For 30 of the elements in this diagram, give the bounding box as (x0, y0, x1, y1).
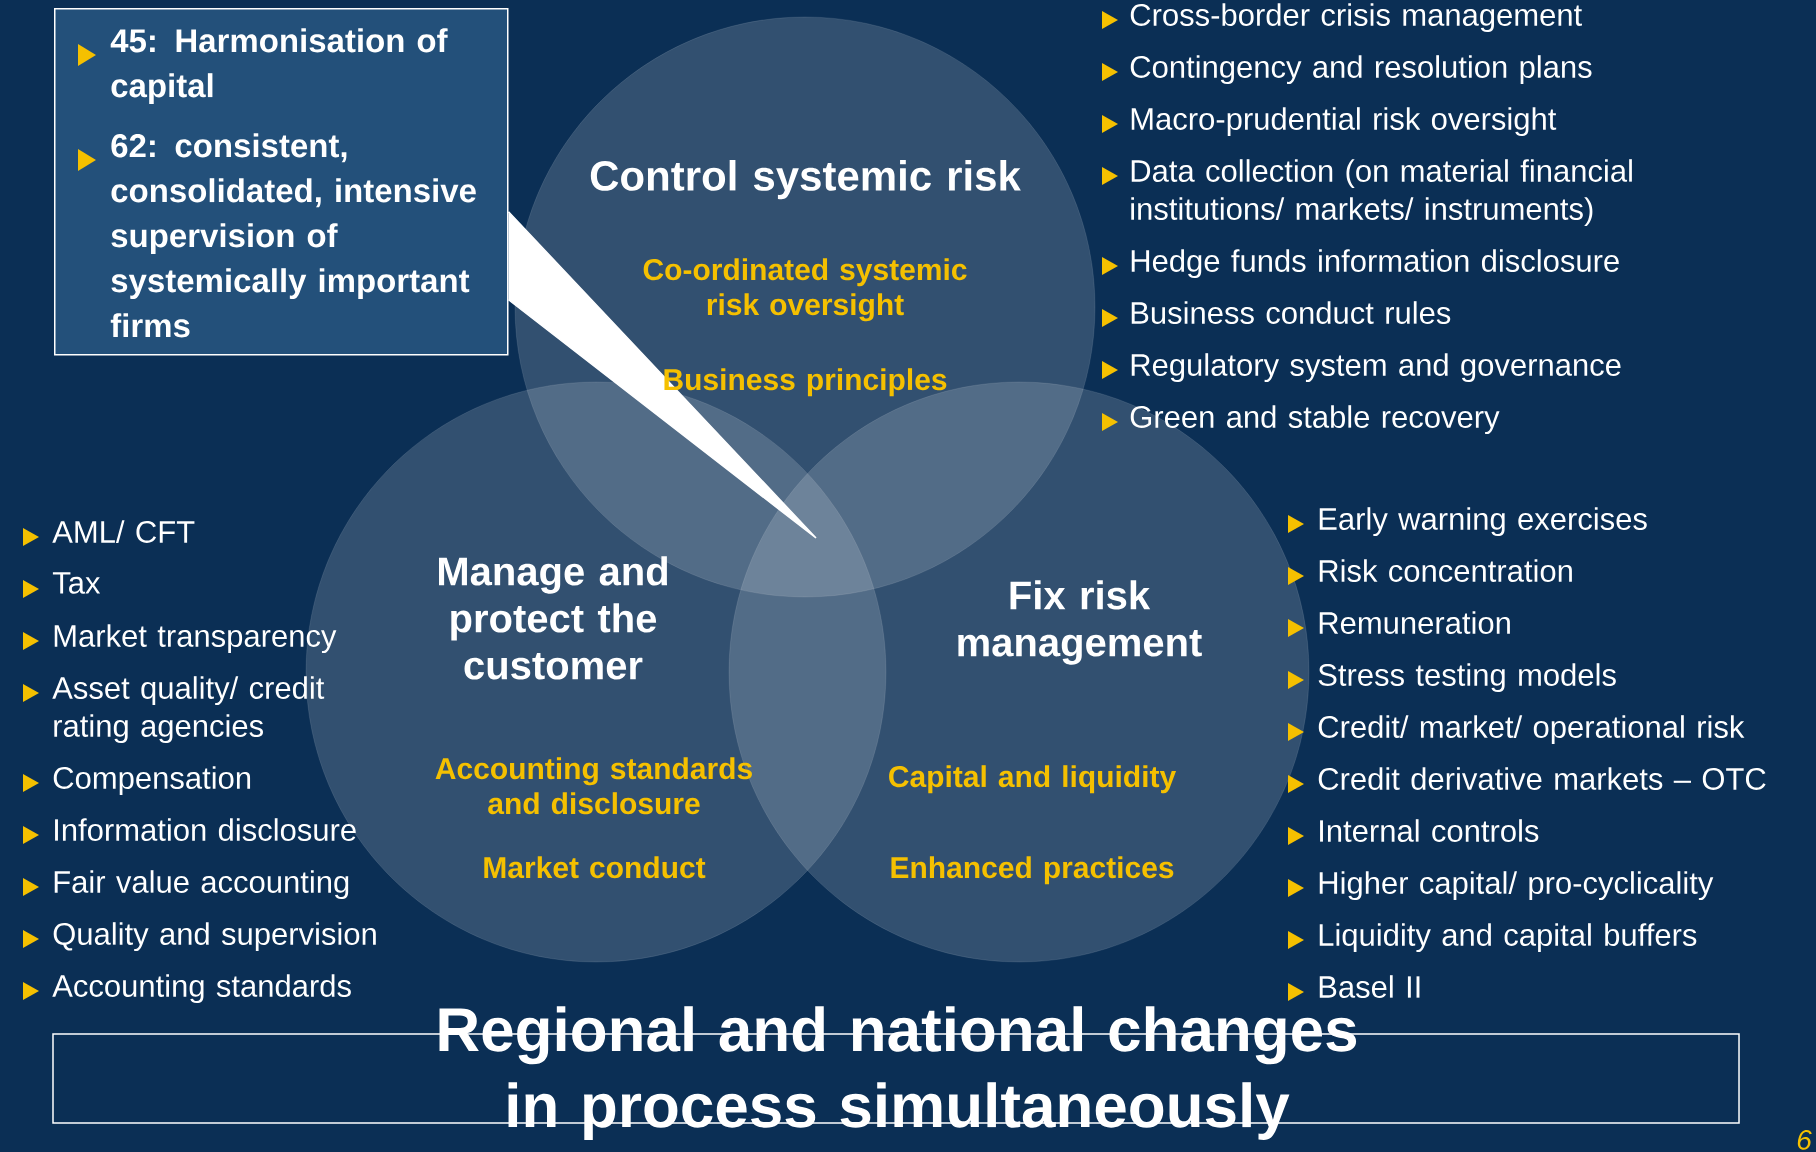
list-item: Asset quality/ credit rating agencies (52, 676, 325, 744)
page-number: 6 (1797, 1130, 1812, 1150)
list-item: Tax (52, 572, 101, 594)
list-item: Information disclosure (55, 818, 356, 841)
circle-text: Market conduct (484, 856, 706, 879)
list-item: Hedge funds information disclosure (1131, 249, 1619, 279)
list-item: Green and stable recovery (1130, 405, 1500, 435)
list-item: Data collection (on material financial institutions/ markets/ instruments) (1131, 159, 1632, 227)
circle-text: Enhanced practices (891, 856, 1174, 885)
list-item: Contingency and resolution plans (1130, 55, 1592, 85)
circle-title: Fix risk management (958, 580, 1202, 665)
list-item: Business conduct rules (1131, 301, 1451, 324)
list-item: Fair value accounting (54, 870, 349, 900)
list-item: Compensation (53, 766, 251, 796)
callout-text: 45: Harmonisation of capital (110, 28, 448, 104)
circle-text: Business principles (664, 368, 947, 397)
list-item: Macro-prudential risk oversight (1131, 107, 1557, 137)
list-item: Regulatory system and governance (1131, 353, 1621, 383)
circle-title: Control systemic risk (590, 160, 1021, 200)
circle-title: Manage and protect the customer (439, 556, 668, 680)
list-item: Market transparency (54, 624, 337, 654)
callout-text: 62: consistent, consolidated, intensive supervision of systemically important firms (110, 133, 476, 338)
circle-text: Capital and liquidity (889, 765, 1177, 794)
list-item: Accounting standards (52, 974, 351, 1004)
circle-text: Co-ordinated systemic risk oversight (643, 258, 967, 322)
circle-text: Accounting standards and disclosure (435, 757, 752, 815)
list-item: Basel II (1319, 975, 1420, 998)
list-item: Quality and supervision (53, 922, 376, 952)
list-item: AML/ CFT (52, 520, 195, 543)
list-item: Cross-border crisis management (1130, 3, 1582, 33)
